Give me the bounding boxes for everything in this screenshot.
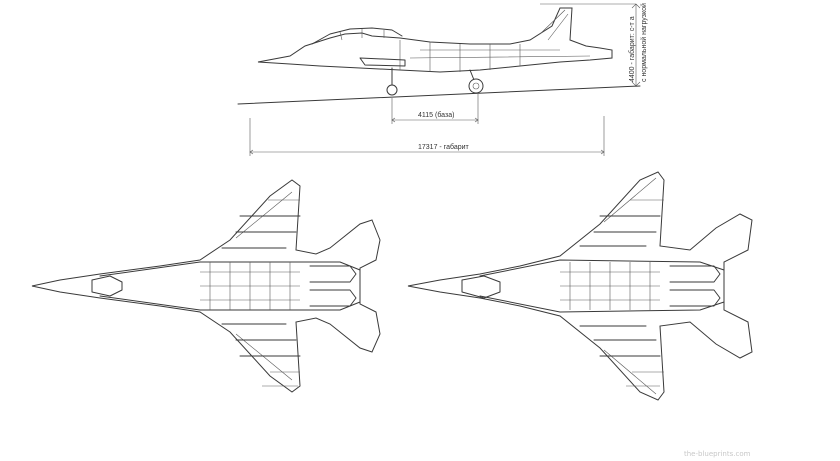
watermark-text: the-blueprints.com — [684, 450, 751, 458]
wheelbase-label: 4115 (база) — [418, 111, 454, 119]
side-canopy — [311, 27, 403, 45]
side-fuselage — [257, 7, 613, 73]
top-left-canopy — [91, 275, 123, 297]
side-view: 4400 - габарит: с-т а с нормальной нагру… — [237, 3, 648, 105]
top-view-left — [31, 179, 381, 393]
nose-wheel — [386, 84, 398, 96]
height-sublabel: с нормальной нагрузкой — [640, 3, 648, 82]
main-wheel — [468, 78, 484, 94]
ground-line — [237, 85, 641, 105]
height-label: 4400 - габарит: с-т а — [628, 16, 636, 82]
dimension-lines: 4115 (база) 17317 - габарит — [249, 94, 605, 156]
overall-length-label: 17317 - габарит — [418, 143, 470, 151]
top-right-canopy — [461, 275, 501, 299]
side-main-gear — [469, 69, 475, 81]
top-view-right — [407, 171, 753, 401]
